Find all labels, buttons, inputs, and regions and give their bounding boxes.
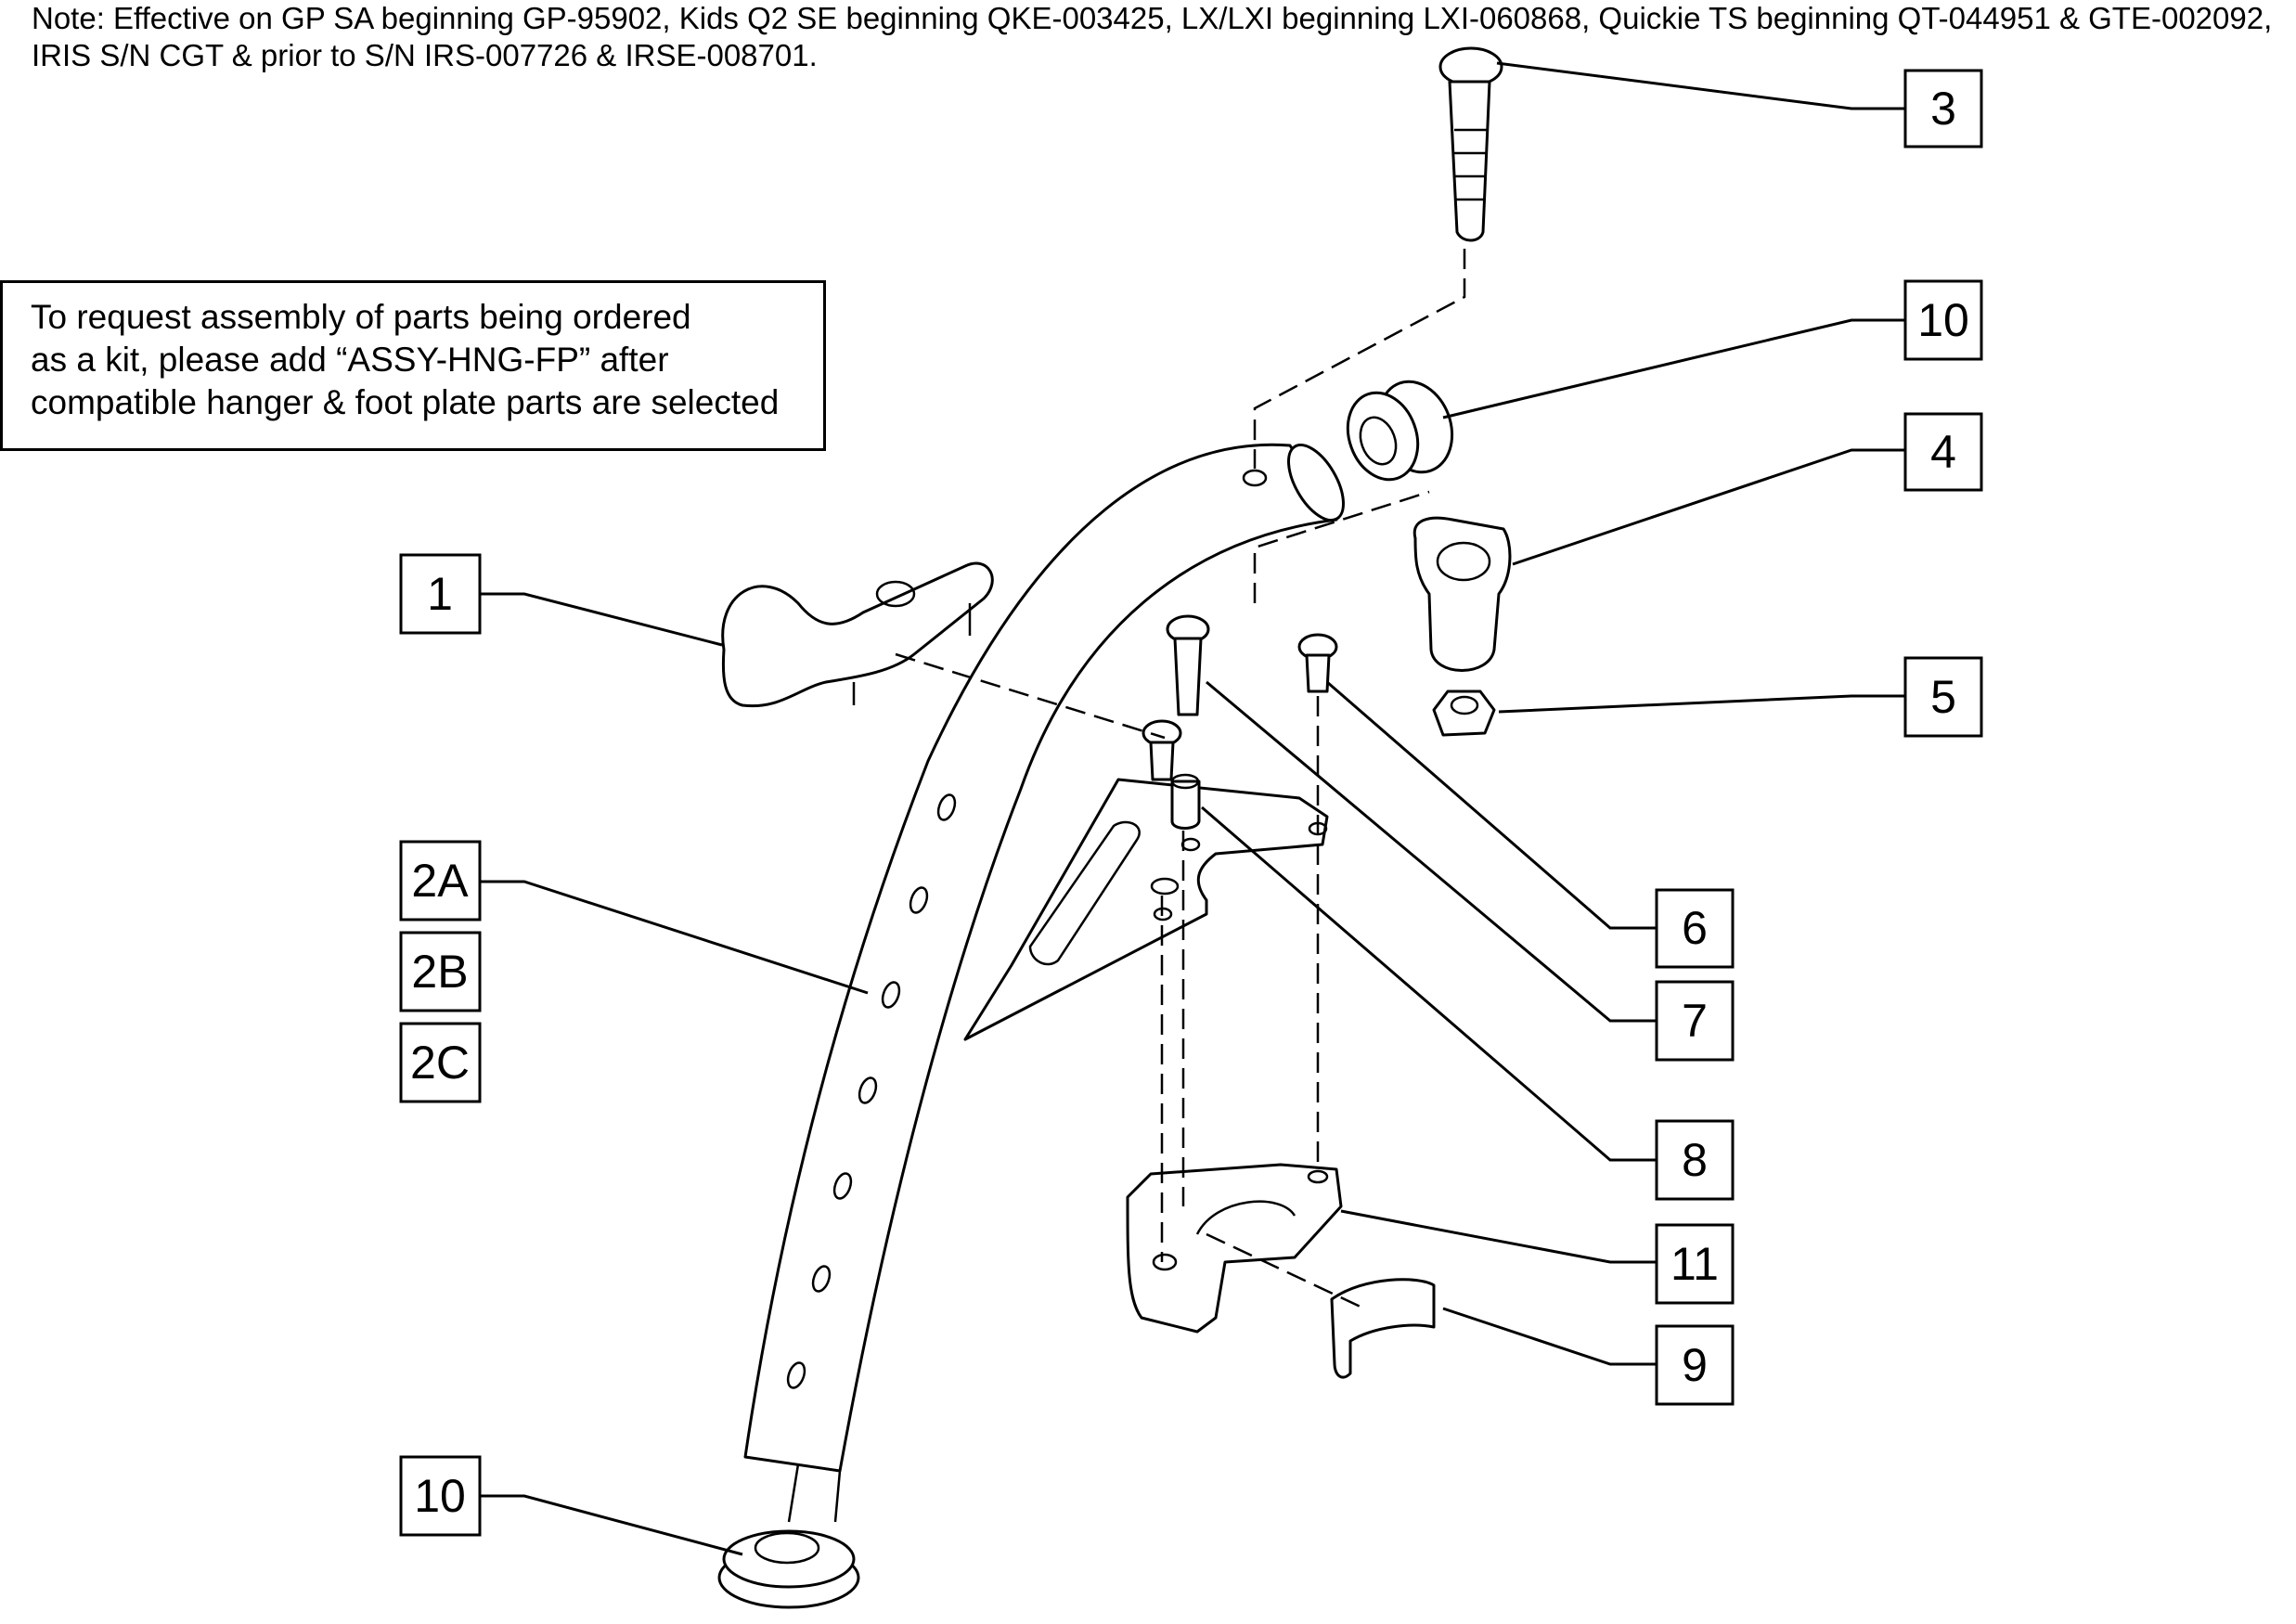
tube-plug-bottom bbox=[717, 1529, 860, 1609]
callout-2B-label: 2B bbox=[411, 946, 468, 998]
callout-1: 1 bbox=[399, 553, 482, 635]
callout-9-label: 9 bbox=[1682, 1339, 1708, 1391]
small-screws bbox=[1142, 614, 1338, 830]
callout-7: 7 bbox=[1655, 980, 1735, 1062]
clamp-insert bbox=[1330, 1278, 1436, 1379]
callout-3-label: 3 bbox=[1930, 83, 1956, 135]
callout-10-bottom-label: 10 bbox=[414, 1470, 466, 1522]
callout-3: 3 bbox=[1903, 69, 1983, 148]
foot-plate-bracket bbox=[963, 778, 1329, 1041]
callout-11: 11 bbox=[1655, 1223, 1735, 1305]
pivot-sleeve bbox=[1412, 516, 1512, 672]
callout-6-label: 6 bbox=[1682, 902, 1708, 954]
callout-6: 6 bbox=[1655, 888, 1735, 969]
callout-10-top-label: 10 bbox=[1917, 294, 1969, 346]
callout-7-label: 7 bbox=[1682, 995, 1708, 1047]
leader-lines bbox=[480, 61, 1905, 1556]
callout-8-label: 8 bbox=[1682, 1134, 1708, 1186]
callout-2A: 2A bbox=[399, 840, 482, 922]
callout-2C-label: 2C bbox=[410, 1037, 470, 1089]
effectivity-note: Note: Effective on GP SA beginning GP-95… bbox=[32, 1, 2273, 72]
long-bolt bbox=[1438, 46, 1503, 242]
callout-2B: 2B bbox=[399, 931, 482, 1012]
callout-10-top: 10 bbox=[1903, 279, 1983, 361]
callout-4-label: 4 bbox=[1930, 426, 1956, 478]
callout-11-label: 11 bbox=[1670, 1238, 1719, 1290]
callout-5-label: 5 bbox=[1930, 671, 1956, 723]
callout-4: 4 bbox=[1903, 412, 1983, 492]
callout-1-label: 1 bbox=[427, 568, 453, 620]
kit-assembly-note-box: To request assembly of parts being order… bbox=[0, 280, 826, 451]
hex-nut bbox=[1432, 690, 1496, 737]
callout-2C: 2C bbox=[399, 1022, 482, 1103]
callout-10-bottom: 10 bbox=[399, 1455, 482, 1537]
footrest-pad bbox=[721, 561, 994, 708]
kit-assembly-note-text: To request assembly of parts being order… bbox=[31, 298, 780, 421]
callout-2A-label: 2A bbox=[411, 855, 469, 907]
tube-plug-top bbox=[1346, 380, 1454, 482]
callout-5: 5 bbox=[1903, 656, 1983, 738]
callout-8: 8 bbox=[1655, 1119, 1735, 1201]
callout-9: 9 bbox=[1655, 1324, 1735, 1406]
